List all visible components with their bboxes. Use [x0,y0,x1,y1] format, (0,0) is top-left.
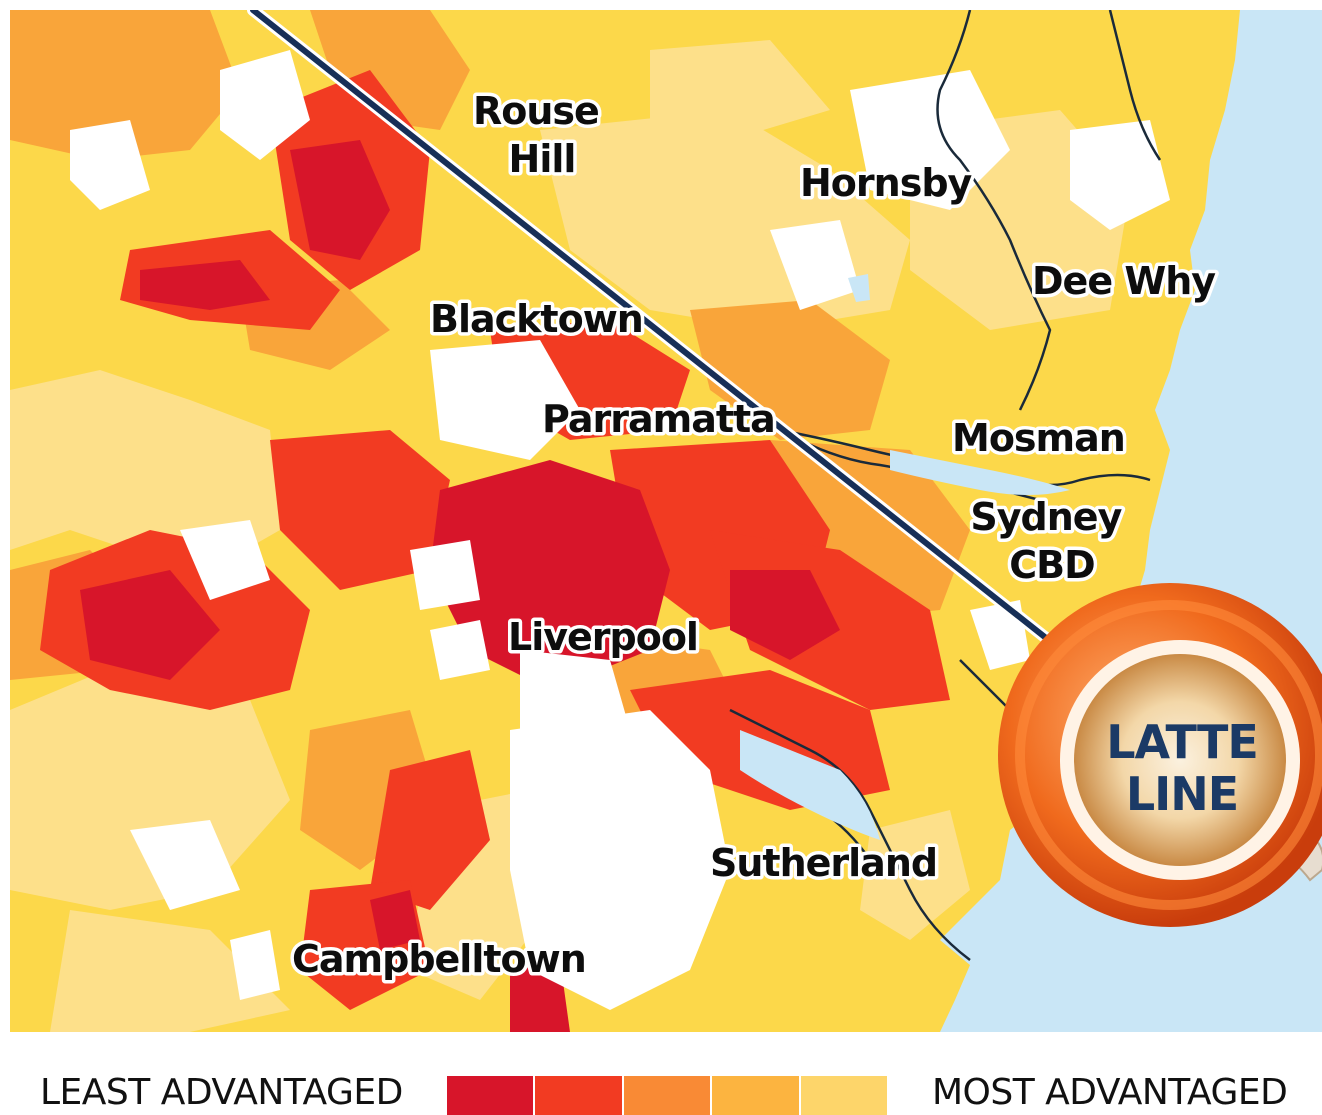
label-sydney-cbd: Sydney CBD [970,495,1133,587]
coffee-foam [1074,654,1286,866]
legend-swatch-5 [798,1076,888,1115]
label-campbelltown: Campbelltown [292,937,586,981]
legend-swatch-3 [621,1076,711,1115]
label-dee-why: Dee Why [1032,259,1216,303]
saucer-rim [1015,600,1322,910]
label-blacktown: Blacktown [430,297,643,341]
legend-least-label: LEAST ADVANTAGED [40,1072,403,1113]
label-sutherland: Sutherland [710,841,937,885]
label-liverpool: Liverpool [508,615,698,659]
badge-line1: LATTE [1106,715,1258,769]
place-labels: Rouse Hill Hornsby Dee Why Blacktown Par… [289,86,1221,985]
label-hornsby: Hornsby [800,161,973,205]
advantage-map: LATTE LINE Rouse Hill Hornsby Dee Why Bl… [10,10,1322,1032]
label-mosman: Mosman [952,416,1125,460]
legend-color-scale [447,1076,888,1115]
legend-swatch-1 [447,1076,534,1115]
zones-mid-advantaged [10,10,970,870]
latte-cup-badge: LATTE LINE [998,583,1322,927]
latte-line-core [250,10,1121,698]
label-rouse-hill: Rouse Hill [473,89,611,181]
legend-most-label: MOST ADVANTAGED [932,1072,1288,1113]
zones-no-data [70,50,1170,1010]
label-parramatta: Parramatta [542,397,775,441]
inland-water [740,274,1070,840]
zones-least-advantaged [80,140,840,1032]
badge-line2: LINE [1126,767,1238,821]
legend-swatch-4 [710,1076,799,1115]
legend-swatch-2 [533,1076,622,1115]
